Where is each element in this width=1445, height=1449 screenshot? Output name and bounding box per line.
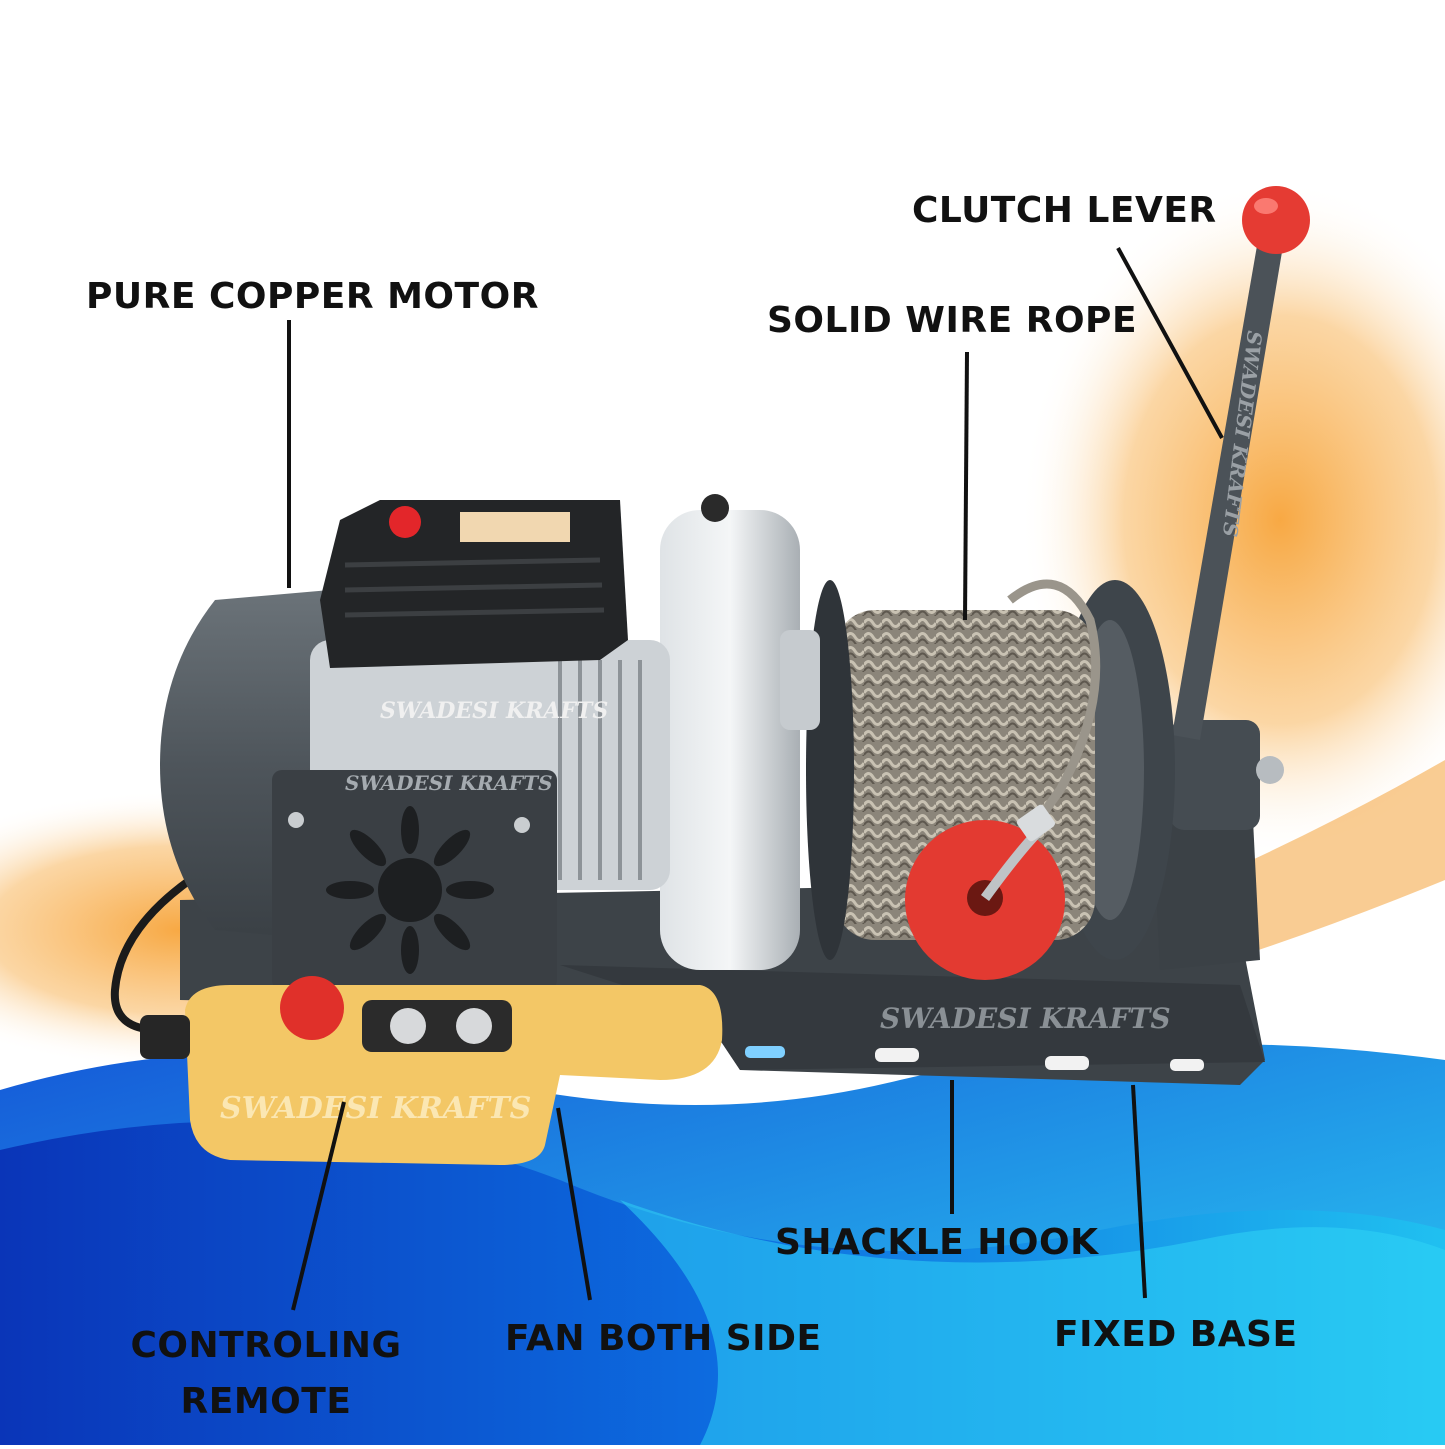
- terminal-label-plate: [460, 512, 570, 542]
- callout-pure-copper-motor: PURE COPPER MOTOR: [86, 276, 539, 317]
- base-slot: [875, 1048, 919, 1062]
- callout-solid-wire-rope: SOLID WIRE ROPE: [767, 300, 1138, 341]
- wave-highlight: [620, 1200, 1445, 1445]
- brand-watermark-fan: SWADESI KRAFTS: [345, 771, 553, 795]
- base-slot: [1045, 1056, 1089, 1070]
- shackle-ferrule: [1017, 804, 1055, 842]
- base-slot: [1170, 1059, 1204, 1071]
- brand-watermark-motor: SWADESI KRAFTS: [380, 698, 608, 724]
- callout-remote-line1: CONTROLING: [130, 1325, 402, 1366]
- fan-slots: [326, 806, 494, 974]
- base-slot: [745, 1046, 785, 1058]
- gearbox: [660, 510, 800, 970]
- callout-fan-both-side: FAN BOTH SIDE: [505, 1318, 822, 1359]
- callout-remote-line2: REMOTE: [180, 1381, 352, 1422]
- brand-watermark-remote: SWADESI KRAFTS: [220, 1091, 531, 1126]
- gearbox-vent: [701, 494, 729, 522]
- callout-fixed-base: FIXED BASE: [1054, 1314, 1298, 1355]
- leader-clutch: [1116, 247, 1224, 439]
- fan-cover-hub: [378, 858, 442, 922]
- callout-clutch-lever: CLUTCH LEVER: [912, 190, 1217, 231]
- motor-fins: [558, 660, 642, 880]
- remote-button-up: [390, 1008, 426, 1044]
- remote-emergency-stop: [280, 976, 344, 1040]
- clutch-bearing: [1170, 720, 1260, 830]
- base-frame-front: [560, 965, 1265, 1070]
- power-indicator-light: [389, 506, 421, 538]
- clutch-lever-knob: [1242, 186, 1310, 254]
- callout-controling-remote: CONTROLING REMOTE: [130, 1318, 402, 1430]
- fan-cover-screw: [514, 817, 530, 833]
- clutch-bolt: [1256, 756, 1284, 784]
- remote-cable: [110, 876, 193, 1034]
- fan-cover-screw: [288, 812, 304, 828]
- brand-watermark-base: SWADESI KRAFTS: [880, 1002, 1171, 1035]
- remote-cable-gland: [140, 1015, 190, 1059]
- callout-leader-lines: [287, 247, 1224, 1311]
- clutch-lever-shaft: [1172, 240, 1284, 740]
- leader-fixed-base: [1131, 1084, 1147, 1299]
- gearbox-collar: [780, 630, 820, 730]
- callout-shackle-hook: SHACKLE HOOK: [775, 1222, 1099, 1263]
- remote-button-down: [456, 1008, 492, 1044]
- clutch-knob-highlight: [1254, 198, 1278, 214]
- leader-rope: [963, 351, 969, 621]
- terminal-box-ribs: [344, 557, 605, 618]
- leader-fan: [556, 1107, 592, 1301]
- leader-remote: [291, 1101, 346, 1311]
